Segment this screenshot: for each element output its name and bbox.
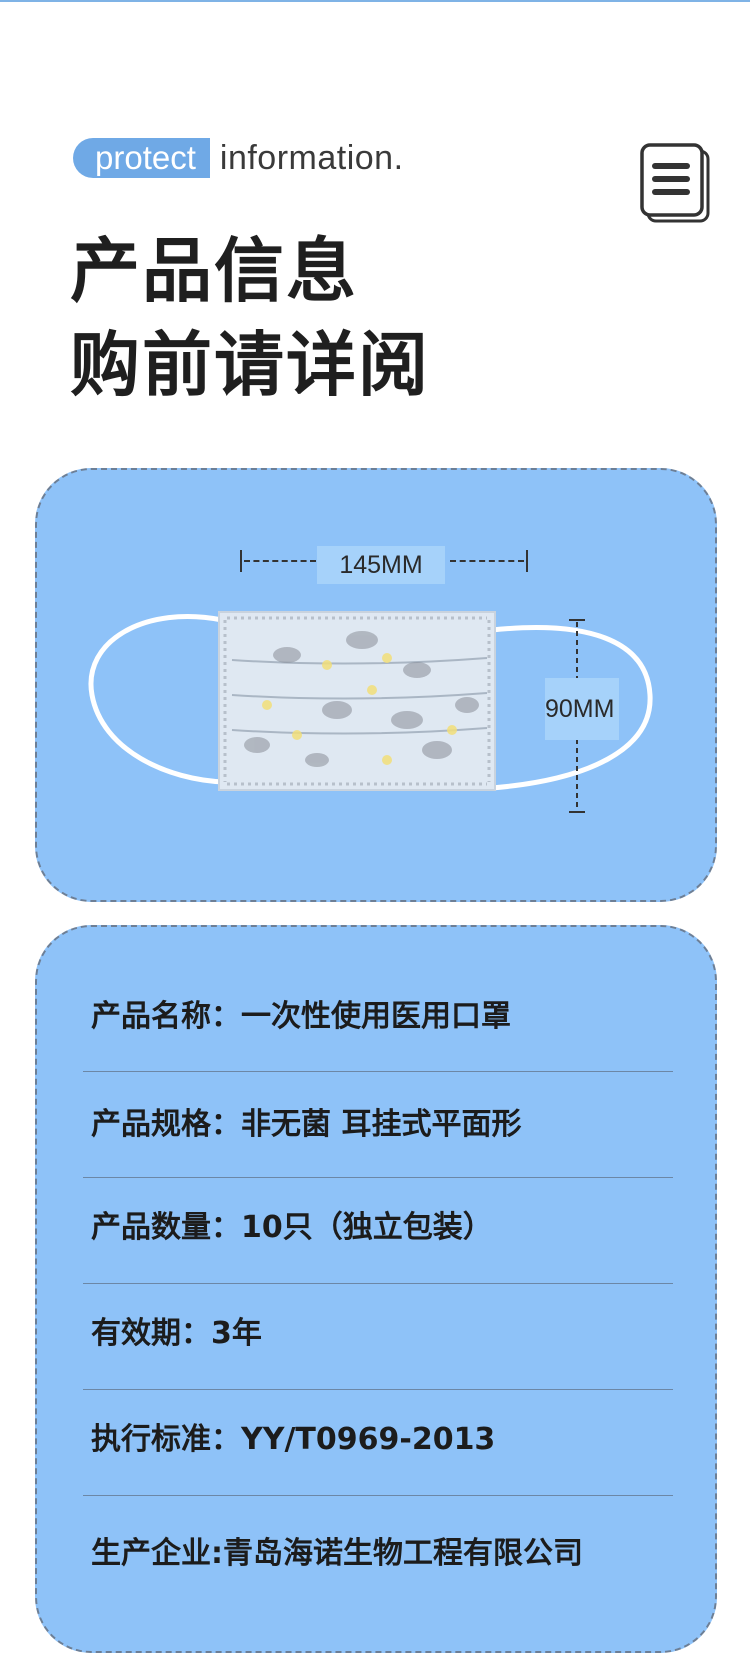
document-list-icon — [640, 143, 710, 223]
tag-highlight: protect — [73, 138, 210, 178]
width-dimension-line — [240, 546, 528, 576]
info-row-standard: 执行标准：YY/T0969-2013 — [83, 1390, 673, 1496]
info-row-spec: 产品规格：非无菌 耳挂式平面形 — [83, 1072, 673, 1178]
width-label: 145MM — [317, 546, 445, 584]
info-row-manufacturer: 生产企业:青岛海诺生物工程有限公司 — [91, 1536, 583, 1571]
height-label: 90MM — [545, 678, 619, 740]
info-row-name: 产品名称：一次性使用医用口罩 — [83, 967, 673, 1072]
page-title-line2: 购前请详阅 — [70, 324, 430, 406]
top-divider — [0, 0, 750, 2]
info-row-shelf-life: 有效期：3年 — [83, 1284, 673, 1390]
info-row-quantity: 产品数量：10只（独立包装） — [83, 1178, 673, 1284]
tag-rest: information. — [219, 138, 404, 177]
info-card: 产品名称：一次性使用医用口罩 产品规格：非无菌 耳挂式平面形 产品数量：10只（… — [35, 925, 717, 1653]
dimension-card: 145MM — [35, 468, 717, 902]
header-tagline: protect information. — [73, 138, 404, 178]
page-title-line1: 产品信息 — [70, 230, 358, 312]
mask-image — [88, 611, 653, 791]
info-list: 产品名称：一次性使用医用口罩 产品规格：非无菌 耳挂式平面形 产品数量：10只（… — [83, 967, 673, 1596]
